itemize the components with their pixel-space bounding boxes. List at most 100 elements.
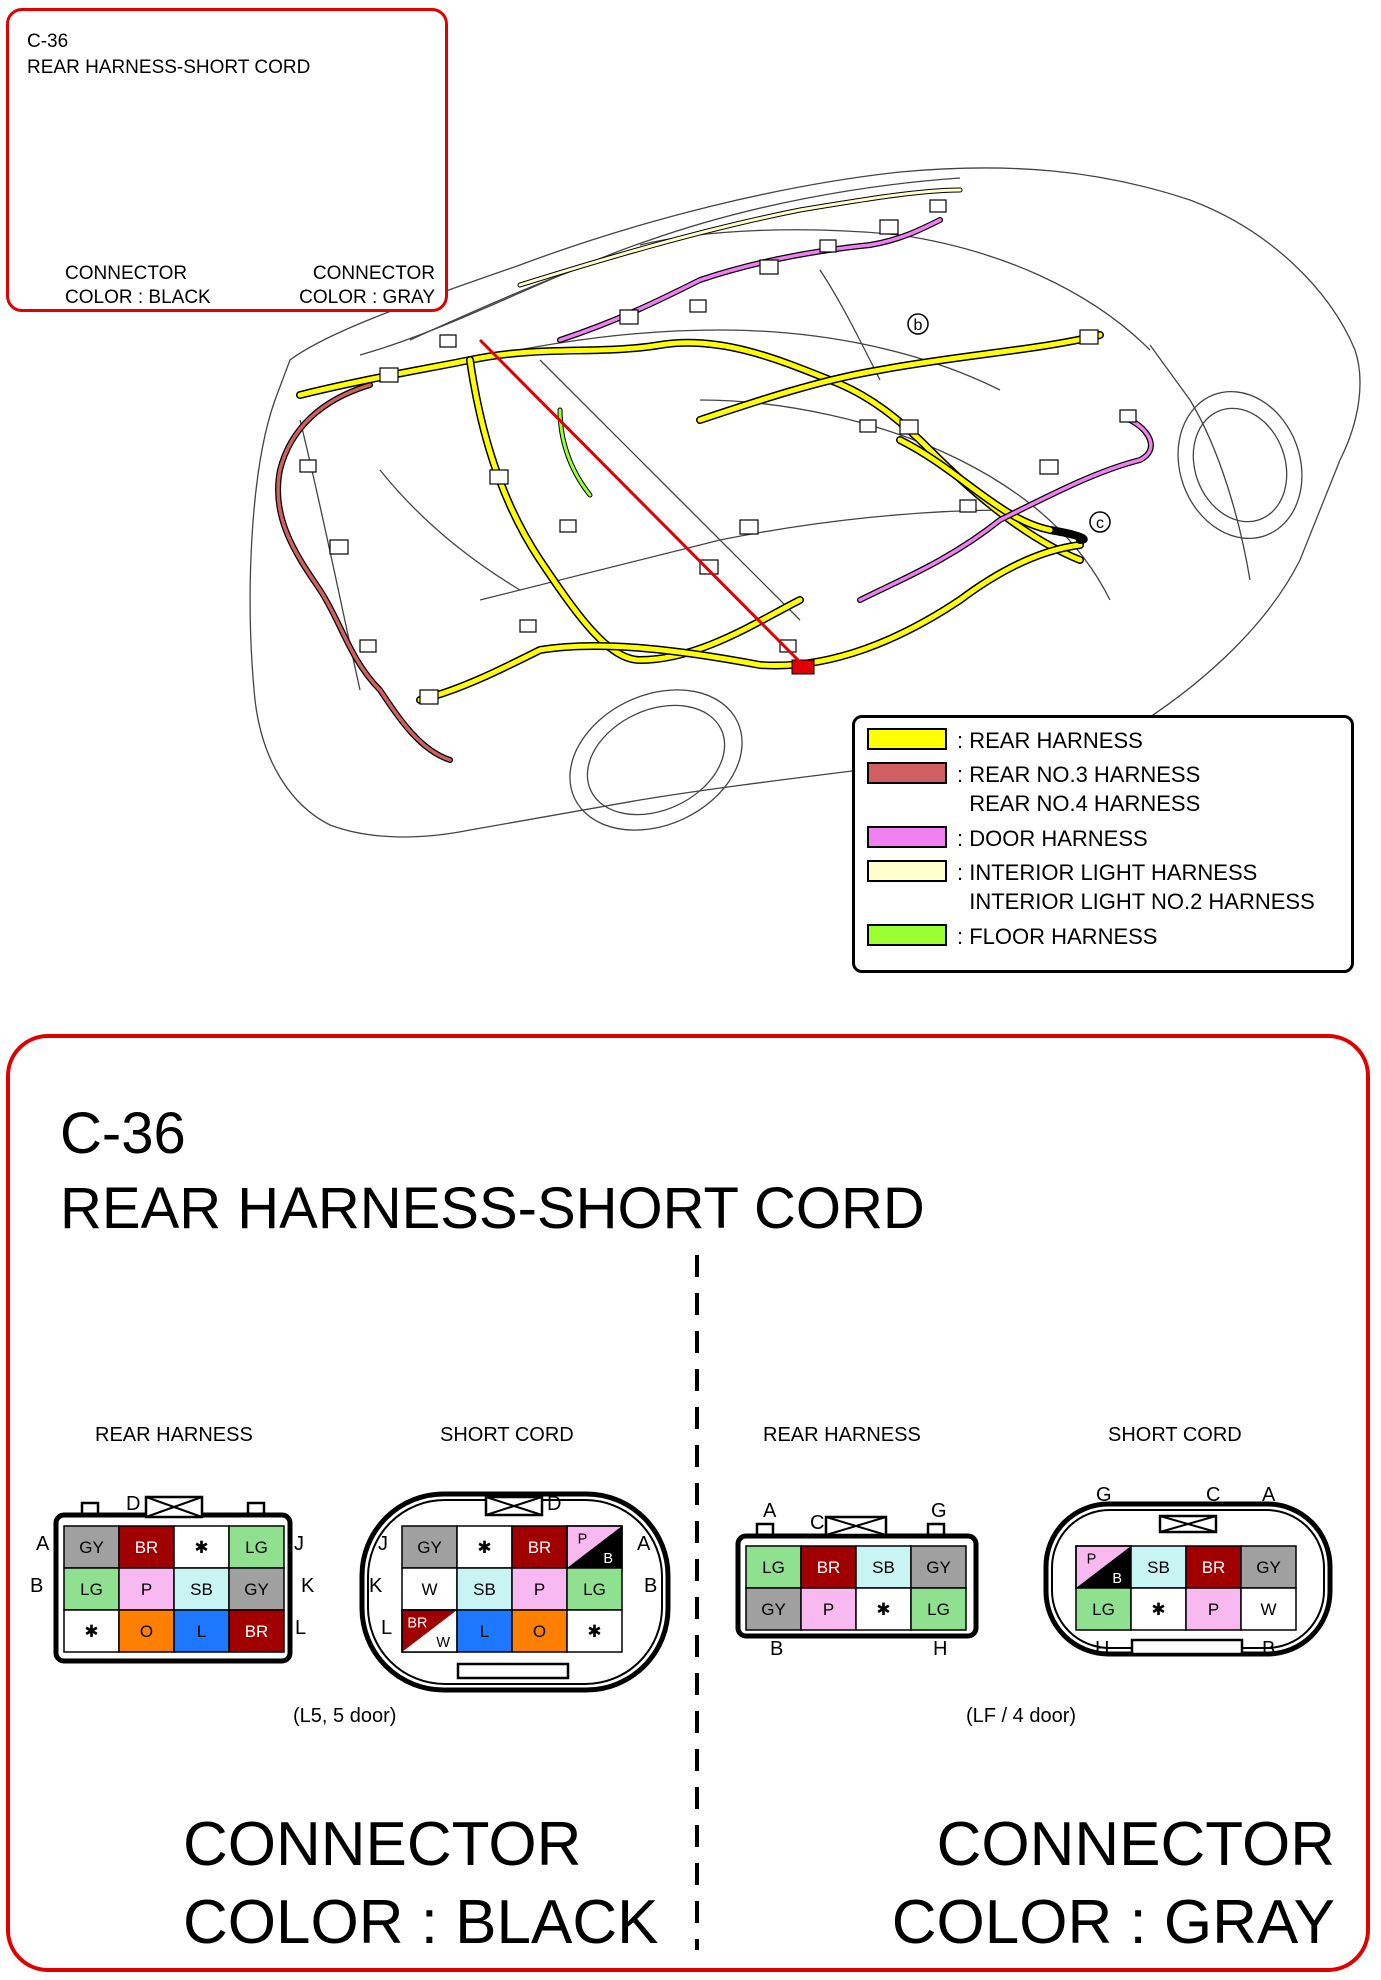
left-rear-pin-text: LG [80,1580,103,1599]
right-short-pin-text: GY [1256,1558,1281,1577]
right-rear-harness-label: REAR HARNESS [763,1424,921,1446]
detail-right-connector-label: CONNECTOR COLOR : GRAY [891,1810,1335,1957]
legend-item-rear-no3-harness: : REAR NO.3 HARNESS REAR NO.4 HARNESS [867,760,1200,818]
pin-letter: A [36,1533,50,1555]
left-short-pin-cell: P [511,1567,568,1611]
left-short-pin-text: W [421,1580,437,1599]
legend-swatch [867,826,947,848]
left-rear-pin-cell: LG [228,1525,285,1569]
callout-b-text: b [914,317,923,334]
left-door-note: (L5, 5 door) [293,1705,397,1727]
left-short-pin-cell: BRW [401,1609,458,1653]
left-short-pin-text: O [533,1622,546,1641]
left-rear-pin-text: P [141,1580,152,1599]
legend-swatch [867,860,947,882]
right-rear-pin-text: P [823,1600,834,1619]
legend-item-interior-light-harness: : INTERIOR LIGHT HARNESS INTERIOR LIGHT … [867,858,1315,916]
pin-letter: C [810,1512,825,1534]
left-short-pin-cell: GY [401,1525,458,1569]
left-rear-pin-text: SB [190,1580,213,1599]
pin-letter: L [381,1617,393,1639]
left-rear-pin-cell: SB [173,1567,230,1611]
rear-no3-no4-harness-routing [275,382,453,763]
right-rear-pin-text: GY [926,1558,951,1577]
left-short-pin-text: P [534,1580,545,1599]
left-short-pin-text: P [578,1532,588,1548]
right-short-pin-cell: GY [1240,1545,1297,1589]
right-rear-pin-cell: BR [800,1545,857,1589]
left-short-pin-cell: LG [566,1567,623,1611]
right-rear-pin-text: LG [927,1600,950,1619]
left-rear-pin-cell: GY [63,1525,120,1569]
pin-letter: B [770,1638,784,1660]
left-short-pin-text: ✱ [477,1538,491,1557]
right-short-pin-text: ✱ [1151,1600,1165,1619]
right-short-pin-text: W [1260,1600,1276,1619]
right-rear-pin-cell: P [800,1587,857,1631]
pin-letter: K [369,1575,383,1597]
left-short-pin-cell: ✱ [566,1609,623,1653]
right-short-pin-text: B [1112,1571,1122,1587]
pin-letter: A [763,1500,777,1522]
left-short-pin-text: LG [583,1580,606,1599]
inset-left-connector-label: CONNECTOR COLOR : BLACK [65,263,211,308]
left-rear-pin-text: GY [244,1580,269,1599]
callout-c-text: c [1096,515,1104,532]
legend-label: : REAR HARNESS [957,728,1143,753]
left-short-pin-text: GY [417,1538,442,1557]
right-short-pin-cell: W [1240,1587,1297,1631]
right-rear-pin-text: BR [817,1558,841,1577]
pin-letter: D [547,1493,562,1515]
legend-item-floor-harness: : FLOOR HARNESS [867,922,1157,951]
right-rear-pin-text: GY [761,1600,786,1619]
left-rear-pin-cell: O [118,1609,175,1653]
left-rear-pin-cell: L [173,1609,230,1653]
pin-letter: L [295,1617,307,1639]
right-door-note: (LF / 4 door) [966,1705,1077,1727]
left-short-pin-text: BR [528,1538,552,1557]
left-rear-pin-cell: BR [118,1525,175,1569]
left-short-pin-text: ✱ [587,1622,601,1641]
left-rear-pin-text: O [140,1622,153,1641]
pin-letter: G [931,1500,947,1522]
right-short-pin-text: LG [1092,1600,1115,1619]
harness-legend: : REAR HARNESS : REAR NO.3 HARNESS REAR … [852,715,1354,973]
right-rear-pin-cell: LG [910,1587,967,1631]
c36-location-marker [478,338,815,675]
pin-letter: B [30,1575,44,1597]
left-rear-pin-text: L [197,1622,206,1641]
left-rear-pin-text: BR [245,1622,269,1641]
pin-letter: C [1206,1484,1221,1506]
right-rear-pin-cell: ✱ [855,1587,912,1631]
left-rear-harness-label: REAR HARNESS [95,1424,253,1446]
interior-light-harness-routing [517,187,963,288]
detail-connector-id: C-36 [60,1101,186,1166]
right-short-pin-text: P [1087,1552,1097,1568]
left-short-pin-text: L [480,1622,489,1641]
legend-swatch [867,762,947,784]
pin-letter: D [126,1493,141,1515]
latch-icon [144,1495,204,1519]
right-rear-pin-cell: GY [745,1587,802,1631]
right-short-pin-cell: LG [1075,1587,1132,1631]
right-rear-pin-cell: LG [745,1545,802,1589]
inset-right-connector-label: CONNECTOR COLOR : GRAY [299,263,435,308]
right-short-pin-text: P [1208,1600,1219,1619]
legend-swatch [867,924,947,946]
left-short-pin-text: BR [407,1616,427,1632]
pin-letter: H [1095,1638,1110,1660]
right-short-pin-cell: PB [1075,1545,1132,1589]
left-short-pin-cell: ✱ [456,1525,513,1569]
vehicle-outline [249,167,1361,838]
right-short-pin-cell: P [1185,1587,1242,1631]
left-rear-pin-text: BR [135,1538,159,1557]
legend-label: : INTERIOR LIGHT HARNESS INTERIOR LIGHT … [957,860,1315,914]
connector-blocks [299,199,1137,705]
right-short-cord-label: SHORT CORD [1108,1424,1242,1446]
right-rear-pin-text: ✱ [876,1600,890,1619]
legend-item-door-harness: : DOOR HARNESS [867,824,1148,853]
legend-item-rear-harness: : REAR HARNESS [867,726,1143,755]
